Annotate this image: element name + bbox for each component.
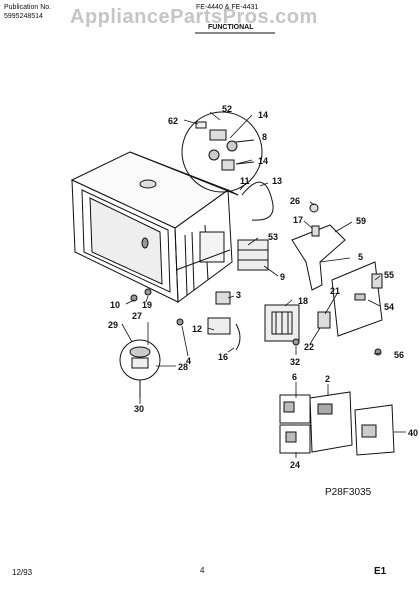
cabinet-chassis — [70, 151, 239, 303]
callout-29: 29 — [108, 320, 119, 330]
callout-6: 6 — [292, 372, 298, 382]
callout-19: 19 — [142, 300, 153, 310]
callout-9: 9 — [280, 272, 286, 282]
footer-code: E1 — [374, 566, 387, 577]
switch-55 — [371, 273, 383, 289]
part-3 — [215, 291, 231, 305]
magnetron — [264, 304, 300, 342]
part-10 — [130, 294, 138, 302]
transformer-left — [237, 239, 269, 271]
part-56 — [374, 348, 382, 356]
lamp-bulb — [309, 203, 319, 213]
callout-28: 28 — [178, 362, 189, 372]
part-32 — [292, 338, 300, 346]
callout-14a: 14 — [258, 110, 269, 120]
callout-17: 17 — [293, 215, 304, 225]
wire-16 — [235, 323, 241, 351]
callout-12: 12 — [192, 324, 203, 334]
callout-55: 55 — [384, 270, 395, 280]
callout-3: 3 — [236, 290, 242, 300]
callout-10: 10 — [110, 300, 121, 310]
leader-lines — [121, 111, 406, 458]
watermark: AppliancePartsPros.com — [70, 6, 318, 28]
callout-30: 30 — [134, 404, 145, 414]
callout-56: 56 — [394, 350, 405, 360]
callout-13: 13 — [272, 176, 283, 186]
part-4 — [176, 318, 184, 326]
lower-panels — [279, 391, 395, 456]
mount-bracket — [291, 224, 346, 291]
part-number: 5995248514 — [4, 13, 43, 20]
callout-62: 62 — [168, 116, 179, 126]
callout-5: 5 — [358, 252, 364, 262]
callout-4: 4 — [186, 356, 192, 366]
callout-59: 59 — [356, 216, 367, 226]
callout-14b: 14 — [258, 156, 269, 166]
callout-21: 21 — [330, 286, 341, 296]
callout-40: 40 — [408, 428, 419, 438]
callout-26: 26 — [290, 196, 301, 206]
detail-circle-interlock — [181, 111, 263, 193]
part-12 — [207, 317, 231, 335]
fuse — [311, 225, 320, 237]
callout-16: 16 — [218, 352, 229, 362]
wire-harness — [241, 181, 274, 221]
model-numbers: FE-4440 & FE-4431 — [196, 4, 259, 11]
part-19 — [144, 288, 152, 296]
footer-date: 12/93 — [12, 568, 33, 577]
callout-52: 52 — [222, 104, 233, 114]
footer-page: 4 — [200, 566, 205, 575]
callout-32: 32 — [290, 357, 301, 367]
stirrer-assembly — [119, 339, 161, 398]
callout-18: 18 — [298, 296, 309, 306]
section-title: FUNCTIONAL — [208, 24, 254, 31]
callout-54: 54 — [384, 302, 395, 312]
callout-22: 22 — [304, 342, 315, 352]
callout-2: 2 — [325, 374, 331, 384]
callout-24: 24 — [290, 460, 301, 470]
callout-11: 11 — [240, 176, 250, 186]
part-21 — [317, 311, 331, 329]
diagram-code: P28F3035 — [325, 487, 372, 498]
publication-label: Publication No. — [4, 4, 52, 11]
callout-8: 8 — [262, 132, 268, 142]
callout-27: 27 — [132, 311, 143, 321]
callout-53: 53 — [268, 232, 279, 242]
